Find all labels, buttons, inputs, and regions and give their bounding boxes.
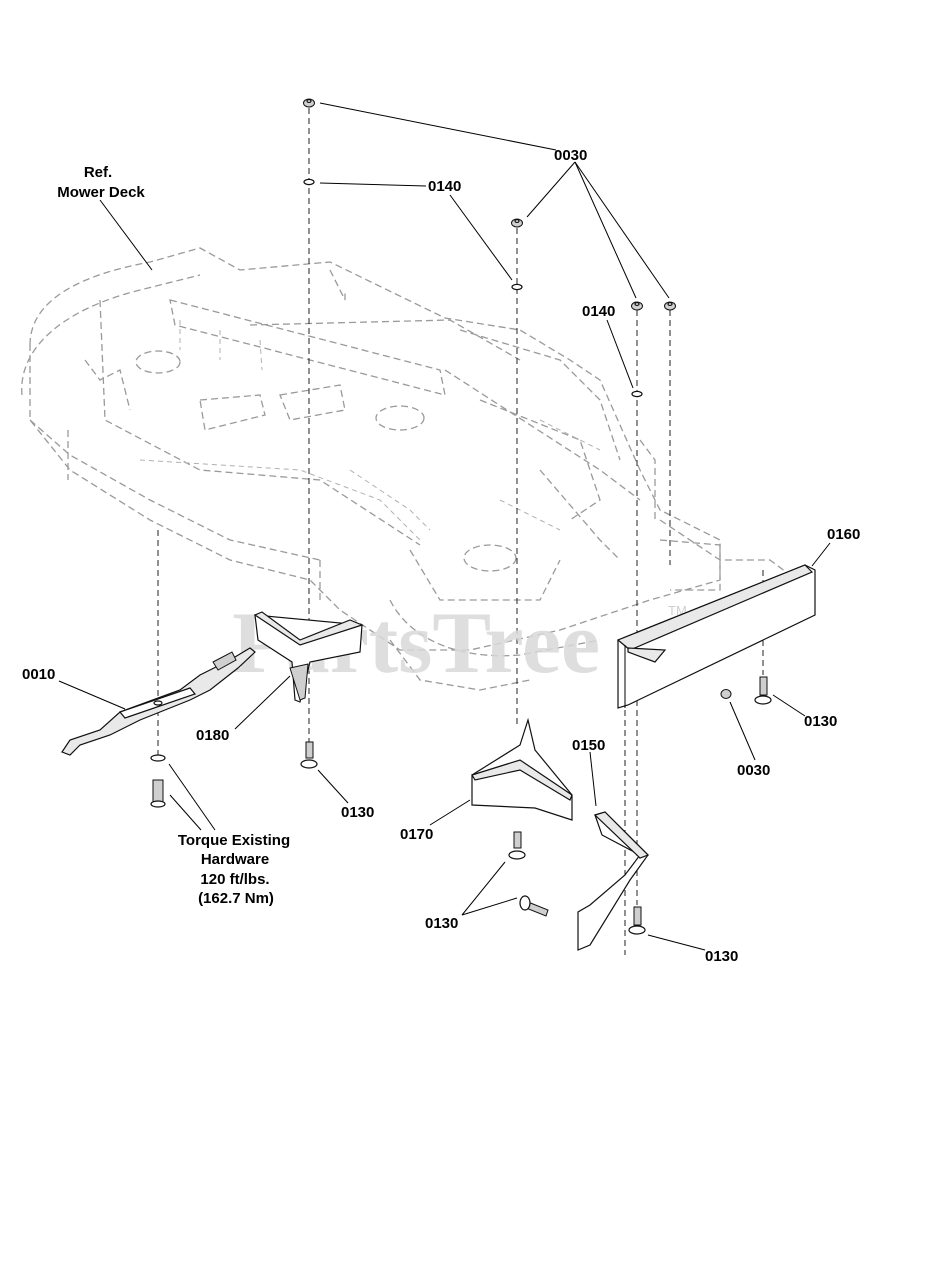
mower-deck-outline — [21, 247, 791, 691]
part-0150 — [577, 811, 650, 951]
assembly-axes — [157, 108, 764, 955]
part-0010-blade — [61, 647, 256, 756]
label-torque-line4: (162.7 Nm) — [198, 890, 274, 907]
nut-right-b — [664, 301, 676, 311]
label-torque-line2: Hardware — [201, 851, 269, 868]
bolt-left — [300, 741, 318, 769]
part-0170 — [471, 717, 573, 821]
label-0170: 0170 — [400, 826, 433, 843]
label-0140-top: 0140 — [428, 178, 461, 195]
label-torque-line1: Torque Existing — [178, 832, 290, 849]
bolt-angled — [519, 895, 549, 917]
label-0130-bottom-right: 0130 — [705, 948, 738, 965]
label-mower-deck: Mower Deck — [57, 184, 145, 201]
nut-top-left — [303, 98, 315, 108]
label-0180: 0180 — [196, 727, 229, 744]
bolt-right-bottom — [628, 906, 646, 935]
label-0010: 0010 — [22, 666, 55, 683]
nut-center — [511, 218, 523, 228]
label-ref: Ref. — [84, 164, 112, 181]
part-0180-cone — [253, 611, 364, 703]
label-0130-bottom-left: 0130 — [425, 915, 458, 932]
label-0130-right: 0130 — [804, 713, 837, 730]
label-torque-line3: 120 ft/lbs. — [200, 871, 269, 888]
washer-right — [631, 390, 643, 398]
callout-labels: Ref. Mower Deck 0030 0140 0140 0160 0010… — [22, 147, 860, 965]
label-0150: 0150 — [572, 737, 605, 754]
label-0030-bottom: 0030 — [737, 762, 770, 779]
leader-lines — [58, 102, 831, 951]
bolt-baffle — [754, 676, 772, 705]
washer-top-left — [303, 178, 315, 186]
nut-right-a — [631, 301, 643, 311]
part-0160-baffle — [616, 564, 816, 709]
label-0130-center: 0130 — [341, 804, 374, 821]
label-0030-top: 0030 — [554, 147, 587, 164]
nut-baffle — [720, 689, 732, 699]
label-0140-right: 0140 — [582, 303, 615, 320]
bolt-center — [508, 831, 526, 860]
washer-center — [511, 283, 523, 291]
label-0160: 0160 — [827, 526, 860, 543]
blade-bolt — [150, 754, 166, 808]
